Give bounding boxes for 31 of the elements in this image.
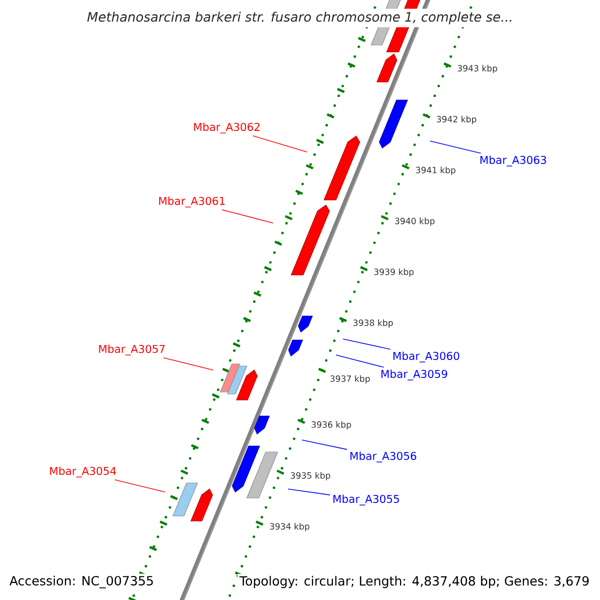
- gene-label: Mbar_A3056: [350, 452, 416, 462]
- title: Methanosarcina barkeri str. fusaro chromosome 1, complete se...: [84, 8, 516, 28]
- leader-line: [302, 440, 348, 450]
- topology-text: Topology: circular; Length: 4,837,408 bp; Genes: 3,679: [238, 574, 592, 590]
- leader-line: [163, 357, 214, 370]
- leader-line: [114, 479, 166, 492]
- gene-label: Mbar_A3059: [381, 370, 448, 380]
- scale-label: 3936 kbp: [312, 421, 352, 430]
- gene-label: Mbar_A3055: [333, 494, 399, 506]
- scale-label: 3940 kbp: [395, 218, 435, 226]
- scale-label: 3942 kbp: [436, 116, 476, 124]
- leader-line: [430, 140, 482, 154]
- scale-label: 3937 kbp: [330, 375, 370, 384]
- leader-line: [288, 488, 330, 496]
- gene-label: Mbar_A3061: [159, 196, 225, 208]
- scale-label: 3938 kbp: [353, 319, 393, 328]
- gene-label: Mbar_A3060: [393, 352, 460, 362]
- gene-label: Mbar_A3057: [99, 344, 165, 356]
- leader-line: [222, 209, 274, 224]
- scale-label: 3934 kbp: [270, 522, 310, 532]
- scale-label: 3941 kbp: [416, 166, 456, 175]
- scale-label: 3935 kbp: [290, 472, 330, 480]
- gene-label: Mbar_A3062: [194, 122, 260, 134]
- leader-line: [336, 354, 384, 368]
- leader-line: [342, 338, 391, 350]
- gene-label: Mbar_A3063: [480, 156, 546, 166]
- leader-line: [252, 135, 308, 152]
- accession-text: Accession: NC_007355: [7, 574, 156, 590]
- scale-label: 3943 kbp: [458, 64, 498, 74]
- gene-label: Mbar_A3054: [50, 466, 116, 478]
- scale-label: 3939 kbp: [374, 268, 414, 277]
